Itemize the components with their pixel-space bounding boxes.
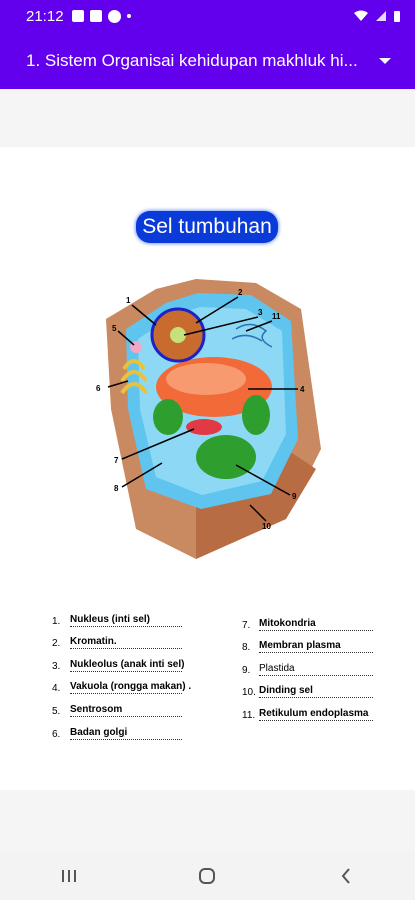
chloroplast — [242, 395, 270, 435]
diagram-number-6: 6 — [96, 384, 101, 393]
recent-apps-icon — [62, 870, 77, 882]
diagram-number-9: 9 — [292, 492, 297, 501]
chloroplast — [196, 435, 256, 479]
back-button[interactable] — [326, 856, 366, 896]
diagram-number-1: 1 — [126, 296, 131, 305]
label-list-right: 7.Mitokondria 8.Membran plasma 9.Plastid… — [242, 608, 373, 721]
battery-icon — [394, 10, 400, 22]
whatsapp-icon — [107, 9, 121, 23]
list-item: 1.Nukleus (inti sel) — [52, 604, 182, 627]
system-navigation-bar — [0, 852, 415, 900]
label-leader-lines — [107, 296, 298, 522]
vacuole-highlight — [166, 363, 246, 395]
list-item: 11.Retikulum endoplasma — [242, 698, 373, 721]
signal-icon — [376, 11, 386, 21]
chapter-title: 1. Sistem Organisai kehidupan makhluk hi… — [26, 50, 358, 70]
diagram-number-10: 10 — [262, 522, 271, 531]
back-icon — [341, 868, 350, 884]
chapter-dropdown-icon[interactable] — [379, 57, 391, 64]
diagram-number-4: 4 — [300, 385, 305, 394]
wifi-icon — [354, 10, 368, 21]
diagram-number-11: 11 — [272, 312, 281, 321]
status-bar: 21:12 — [0, 0, 415, 32]
gallery-icon — [71, 10, 84, 22]
list-item: 9.Plastida — [242, 653, 373, 676]
endoplasmic-reticulum — [231, 323, 273, 348]
recent-apps-button[interactable] — [49, 856, 89, 896]
home-icon — [199, 868, 216, 884]
diagram-number-2: 2 — [238, 288, 243, 297]
list-item: 2.Kromatin. — [52, 627, 182, 650]
list-item: 8.Membran plasma — [242, 631, 373, 654]
briefcase-icon — [89, 10, 102, 22]
list-item: 4.Vakuola (rongga makan) . — [52, 681, 192, 695]
status-system-icons — [353, 10, 401, 23]
list-item: 3.Nukleolus (anak inti sel) — [52, 658, 185, 672]
page-heading: Sel tumbuhan — [136, 211, 278, 243]
list-item: 7.Mitokondria — [242, 608, 373, 631]
diagram-number-5: 5 — [112, 324, 117, 333]
diagram-number-8: 8 — [114, 484, 119, 493]
diagram-number-3: 3 — [258, 308, 263, 317]
more-notifications-dot-icon — [126, 14, 131, 18]
bottom-spacer — [0, 790, 415, 852]
label-list-left: 1.Nukleus (inti sel) 2.Kromatin. 3.Nukle… — [52, 604, 192, 740]
golgi-body — [120, 359, 148, 395]
mitochondrion — [186, 419, 222, 435]
list-item: 5.Sentrosom — [52, 694, 182, 717]
diagram-number-7: 7 — [114, 456, 119, 465]
status-notification-icons — [71, 9, 131, 23]
status-time: 21:12 — [26, 7, 64, 25]
list-item: 10.Dinding sel — [242, 676, 373, 699]
nucleolus — [170, 327, 186, 343]
app-toolbar: 1. Sistem Organisai kehidupan makhluk hi… — [0, 32, 415, 89]
page-content: Sel tumbuhan — [0, 147, 415, 790]
home-button[interactable] — [187, 856, 227, 896]
plant-cell-diagram: 1 2 3 11 5 4 6 7 8 9 10 — [96, 279, 321, 559]
chloroplast — [153, 399, 183, 435]
list-item: 6.Badan golgi — [52, 717, 182, 740]
